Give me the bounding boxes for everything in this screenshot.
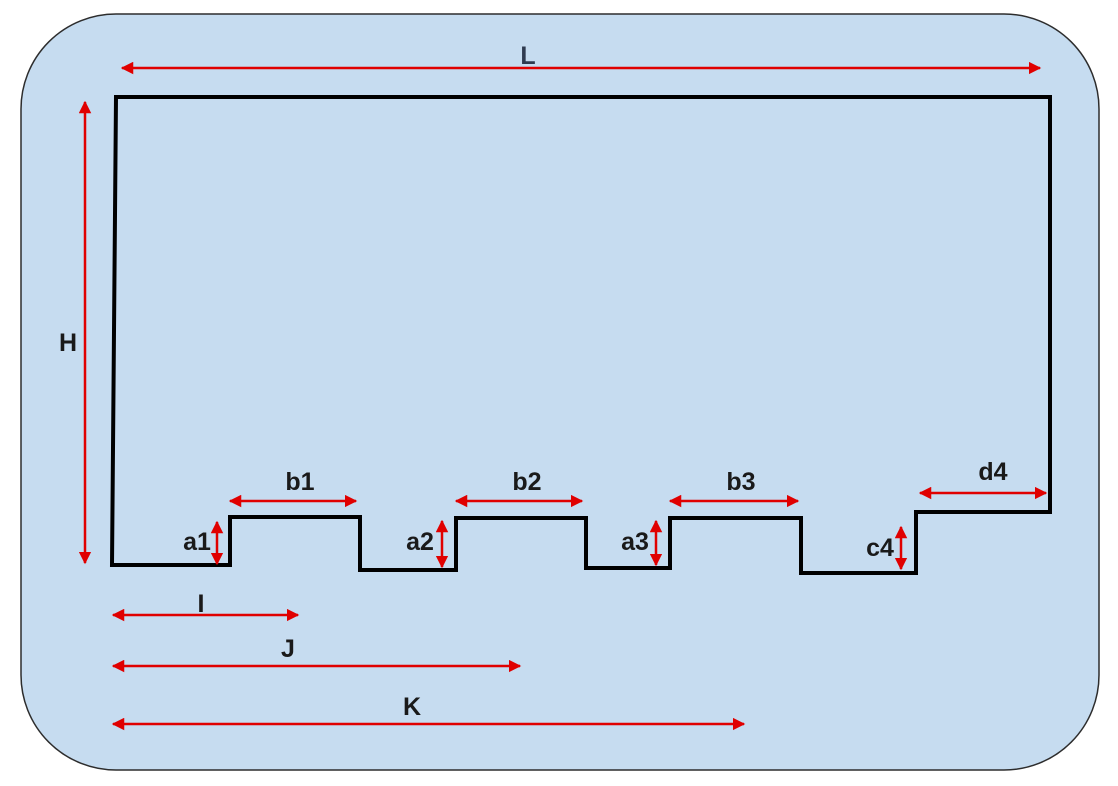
label-a2: a2 [406,528,434,556]
label-c4: c4 [866,534,894,562]
label-a1: a1 [183,528,211,556]
label-L: L [520,42,535,70]
label-a3: a3 [621,528,649,556]
label-b3: b3 [726,468,755,496]
label-K: K [403,693,421,721]
label-J: J [281,635,295,663]
label-H: H [59,329,77,357]
label-b2: b2 [512,468,541,496]
label-d4: d4 [978,458,1007,486]
label-b1: b1 [285,468,314,496]
label-I: I [198,590,205,618]
stepped-outline [109,95,1052,575]
background-panel [20,13,1100,771]
